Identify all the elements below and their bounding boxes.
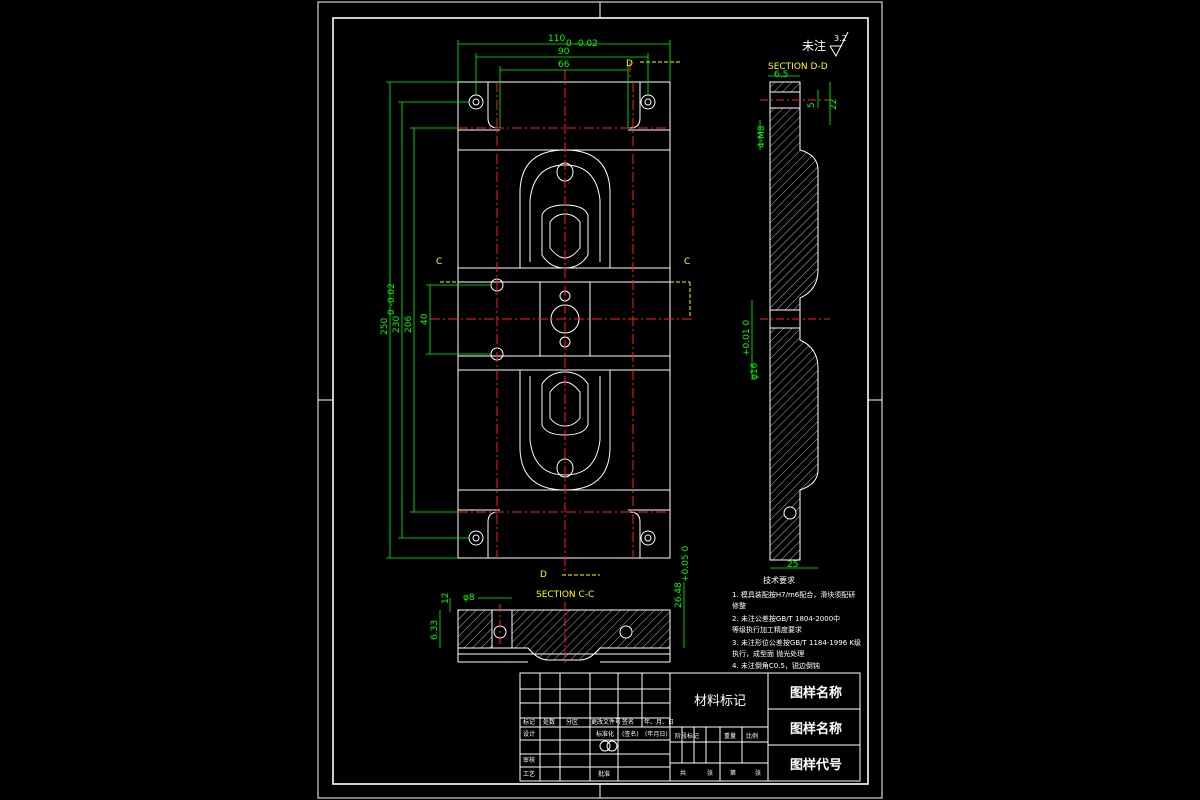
svg-text:6.33: 6.33 [430,620,440,640]
svg-text:+0.05 0: +0.05 0 [681,546,691,582]
svg-text:设计: 设计 [523,730,535,738]
svg-text:40: 40 [420,313,430,325]
cavity-upper-inner [541,204,589,269]
svg-text:阶段标记: 阶段标记 [675,732,699,740]
section-dd-view: SECTION D-D 6.5 5 22 4-M8 φ16 +0.01 0 25 [742,62,839,570]
svg-text:D: D [540,570,547,580]
svg-text:C: C [684,257,690,267]
svg-text:250: 250 [380,318,390,335]
svg-text:修整: 修整 [732,601,746,610]
svg-text:4. 未注倒角C0.5，锐边倒钝: 4. 未注倒角C0.5，锐边倒钝 [732,661,820,670]
svg-text:张: 张 [755,769,761,777]
title-block [519,672,861,782]
svg-text:比例: 比例 [746,732,758,740]
section-cc-view: SECTION C-C φ8 6.33 12 26.48 +0.05 0 [430,546,691,665]
svg-text:90: 90 [558,47,570,57]
svg-text:(年月日): (年月日) [645,730,668,738]
svg-text:4-M8: 4-M8 [757,125,767,148]
svg-text:3.2: 3.2 [834,34,847,43]
svg-text:φ8: φ8 [463,593,475,603]
svg-text:206: 206 [404,316,414,333]
svg-text:12: 12 [441,593,451,604]
svg-text:0 -0.02: 0 -0.02 [566,39,598,49]
svg-text:批准: 批准 [598,770,610,778]
svg-text:图样名称: 图样名称 [790,685,842,701]
svg-text:工艺: 工艺 [523,770,535,778]
svg-text:分区: 分区 [566,718,578,726]
sheet-frame [317,1,883,799]
svg-text:110: 110 [548,34,565,44]
plan-dimensions [386,40,671,559]
svg-text:共: 共 [680,769,686,777]
svg-text:5: 5 [807,102,817,108]
svg-text:φ16: φ16 [750,362,760,380]
svg-text:D: D [626,59,633,69]
svg-text:重量: 重量 [724,732,736,740]
svg-text:1. 模具装配按H7/m6配合，滑块须配研: 1. 模具装配按H7/m6配合，滑块须配研 [732,590,855,599]
svg-text:C: C [436,257,442,267]
svg-text:材料标记: 材料标记 [694,694,746,709]
svg-text:图样代号: 图样代号 [790,757,842,773]
plate-outline [457,81,671,559]
svg-text:SECTION C-C: SECTION C-C [536,590,594,600]
svg-text:第: 第 [730,769,736,777]
svg-text:张: 张 [707,769,713,777]
svg-text:26.48: 26.48 [674,582,684,608]
svg-text:审核: 审核 [523,756,535,764]
svg-text:3. 未注形位公差按GB/T 1184-1996 K级: 3. 未注形位公差按GB/T 1184-1996 K级 [732,638,861,647]
svg-text:年、月、日: 年、月、日 [644,718,674,726]
plan-dimension-texts: 110 0 -0.02 90 66 250 0 -0.02 230 206 40 [380,34,598,335]
technical-notes: 技术要求 1. 模具装配按H7/m6配合，滑块须配研 修整 2. 未注公差按GB… [732,575,861,670]
svg-text:标记: 标记 [523,718,535,726]
svg-text:未注: 未注 [802,38,826,53]
svg-text:标准化: 标准化 [596,730,614,738]
svg-text:更改文件号: 更改文件号 [591,718,621,726]
plan-view [457,81,671,559]
svg-text:执行，成型面 抛光处理: 执行，成型面 抛光处理 [732,649,804,658]
svg-text:+0.01 0: +0.01 0 [742,320,752,356]
svg-text:230: 230 [392,316,402,333]
svg-text:2. 未注公差按GB/T 1804-2000中: 2. 未注公差按GB/T 1804-2000中 [732,614,840,623]
svg-text:0 -0.02: 0 -0.02 [387,283,397,315]
svg-text:签名: 签名 [622,718,634,726]
svg-text:等级执行加工精度要求: 等级执行加工精度要求 [732,625,802,634]
cavity-lower-inner [541,371,589,436]
svg-text:(签名): (签名) [622,730,639,738]
svg-text:6.5: 6.5 [774,70,788,80]
svg-text:25: 25 [787,560,798,570]
title-block-texts: 材料标记 图样名称 图样名称 图样代号 标记 处数 分区 更改文件号 签名 年、… [523,685,842,778]
svg-text:处数: 处数 [543,718,555,726]
svg-text:SECTION D-D: SECTION D-D [768,62,828,72]
plan-centerlines [430,62,695,575]
section-markers: C C D D [436,59,691,580]
svg-text:66: 66 [558,60,570,70]
svg-text:图样名称: 图样名称 [790,721,842,737]
roughness-symbol: 未注 3.2 [802,31,849,58]
svg-text:技术要求: 技术要求 [763,575,795,585]
svg-text:22: 22 [829,99,839,110]
